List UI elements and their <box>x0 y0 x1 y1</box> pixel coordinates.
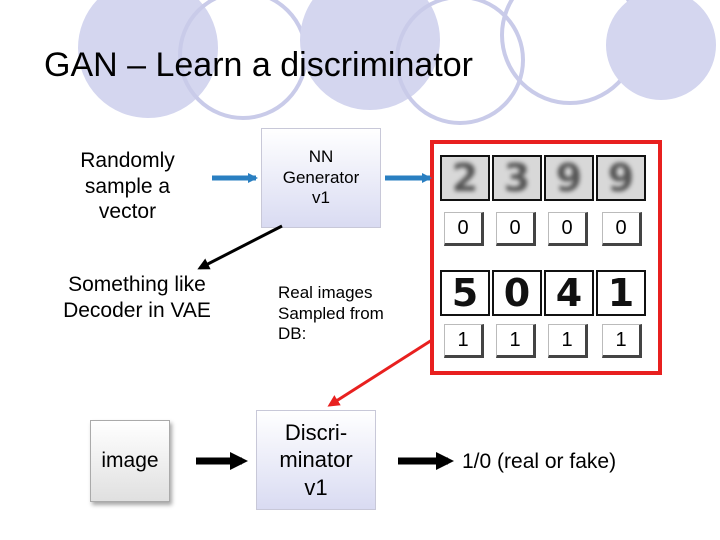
fake-label: 0 <box>548 212 588 246</box>
fake-digit-tile: 9 <box>544 155 594 201</box>
fake-digit: 9 <box>555 156 583 200</box>
arrow-frame-to-discriminator <box>327 338 433 407</box>
random-vector-line: sample a <box>84 174 171 198</box>
discriminator-line: Discri- <box>284 419 348 445</box>
real-label: 1 <box>602 324 642 358</box>
fake-label: 0 <box>496 212 536 246</box>
real-digit: 1 <box>607 271 635 315</box>
real-label: 1 <box>444 324 484 358</box>
slide-title: GAN – Learn a discriminator <box>44 46 473 84</box>
random-vector-line: Randomly <box>80 149 175 172</box>
real-images-line: Sampled from <box>278 303 384 323</box>
random-vector-text: Randomly sample a vector <box>60 148 195 225</box>
real-digit: 4 <box>555 271 583 315</box>
discriminator-box: Discri- minator v1 <box>256 410 376 510</box>
real-images-line: DB: <box>278 324 307 344</box>
decoder-line: Something like <box>68 273 206 296</box>
real-images-line: Real images <box>278 283 373 302</box>
output-label: 1/0 (real or fake) <box>462 450 617 473</box>
generator-box: NN Generator v1 <box>261 128 381 228</box>
real-label: 1 <box>548 324 588 358</box>
fake-label: 0 <box>444 212 484 246</box>
decoder-text: Something like Decoder in VAE <box>52 272 222 323</box>
fake-digit-tile: 3 <box>492 155 542 201</box>
arrow-generator-to-decoder <box>197 224 283 270</box>
generator-line: v1 <box>312 188 330 208</box>
real-digit-tile: 4 <box>544 270 594 316</box>
fake-digit-tile: 9 <box>596 155 646 201</box>
training-data-frame <box>430 140 662 375</box>
image-label: image <box>101 449 159 472</box>
generator-line: NN <box>308 147 334 167</box>
real-digit: 0 <box>503 271 531 315</box>
fake-digit: 2 <box>451 156 479 200</box>
fake-label: 0 <box>602 212 642 246</box>
random-vector-line: vector <box>98 200 157 224</box>
discriminator-line: v1 <box>304 474 328 500</box>
fake-digit-tile: 2 <box>440 155 490 201</box>
real-images-text: Real images Sampled from DB: <box>278 283 418 345</box>
real-digit-tile: 0 <box>492 270 542 316</box>
real-digit-tile: 1 <box>596 270 646 316</box>
real-label: 1 <box>496 324 536 358</box>
discriminator-line: minator <box>279 447 353 473</box>
decor-circle <box>606 0 716 100</box>
generator-line: Generator <box>282 167 360 187</box>
real-digit: 5 <box>451 271 479 315</box>
image-box: image <box>90 420 170 502</box>
real-digit-tile: 5 <box>440 270 490 316</box>
decoder-line: Decoder in VAE <box>63 298 211 322</box>
fake-digit: 9 <box>607 156 635 200</box>
fake-digit: 3 <box>503 156 531 200</box>
